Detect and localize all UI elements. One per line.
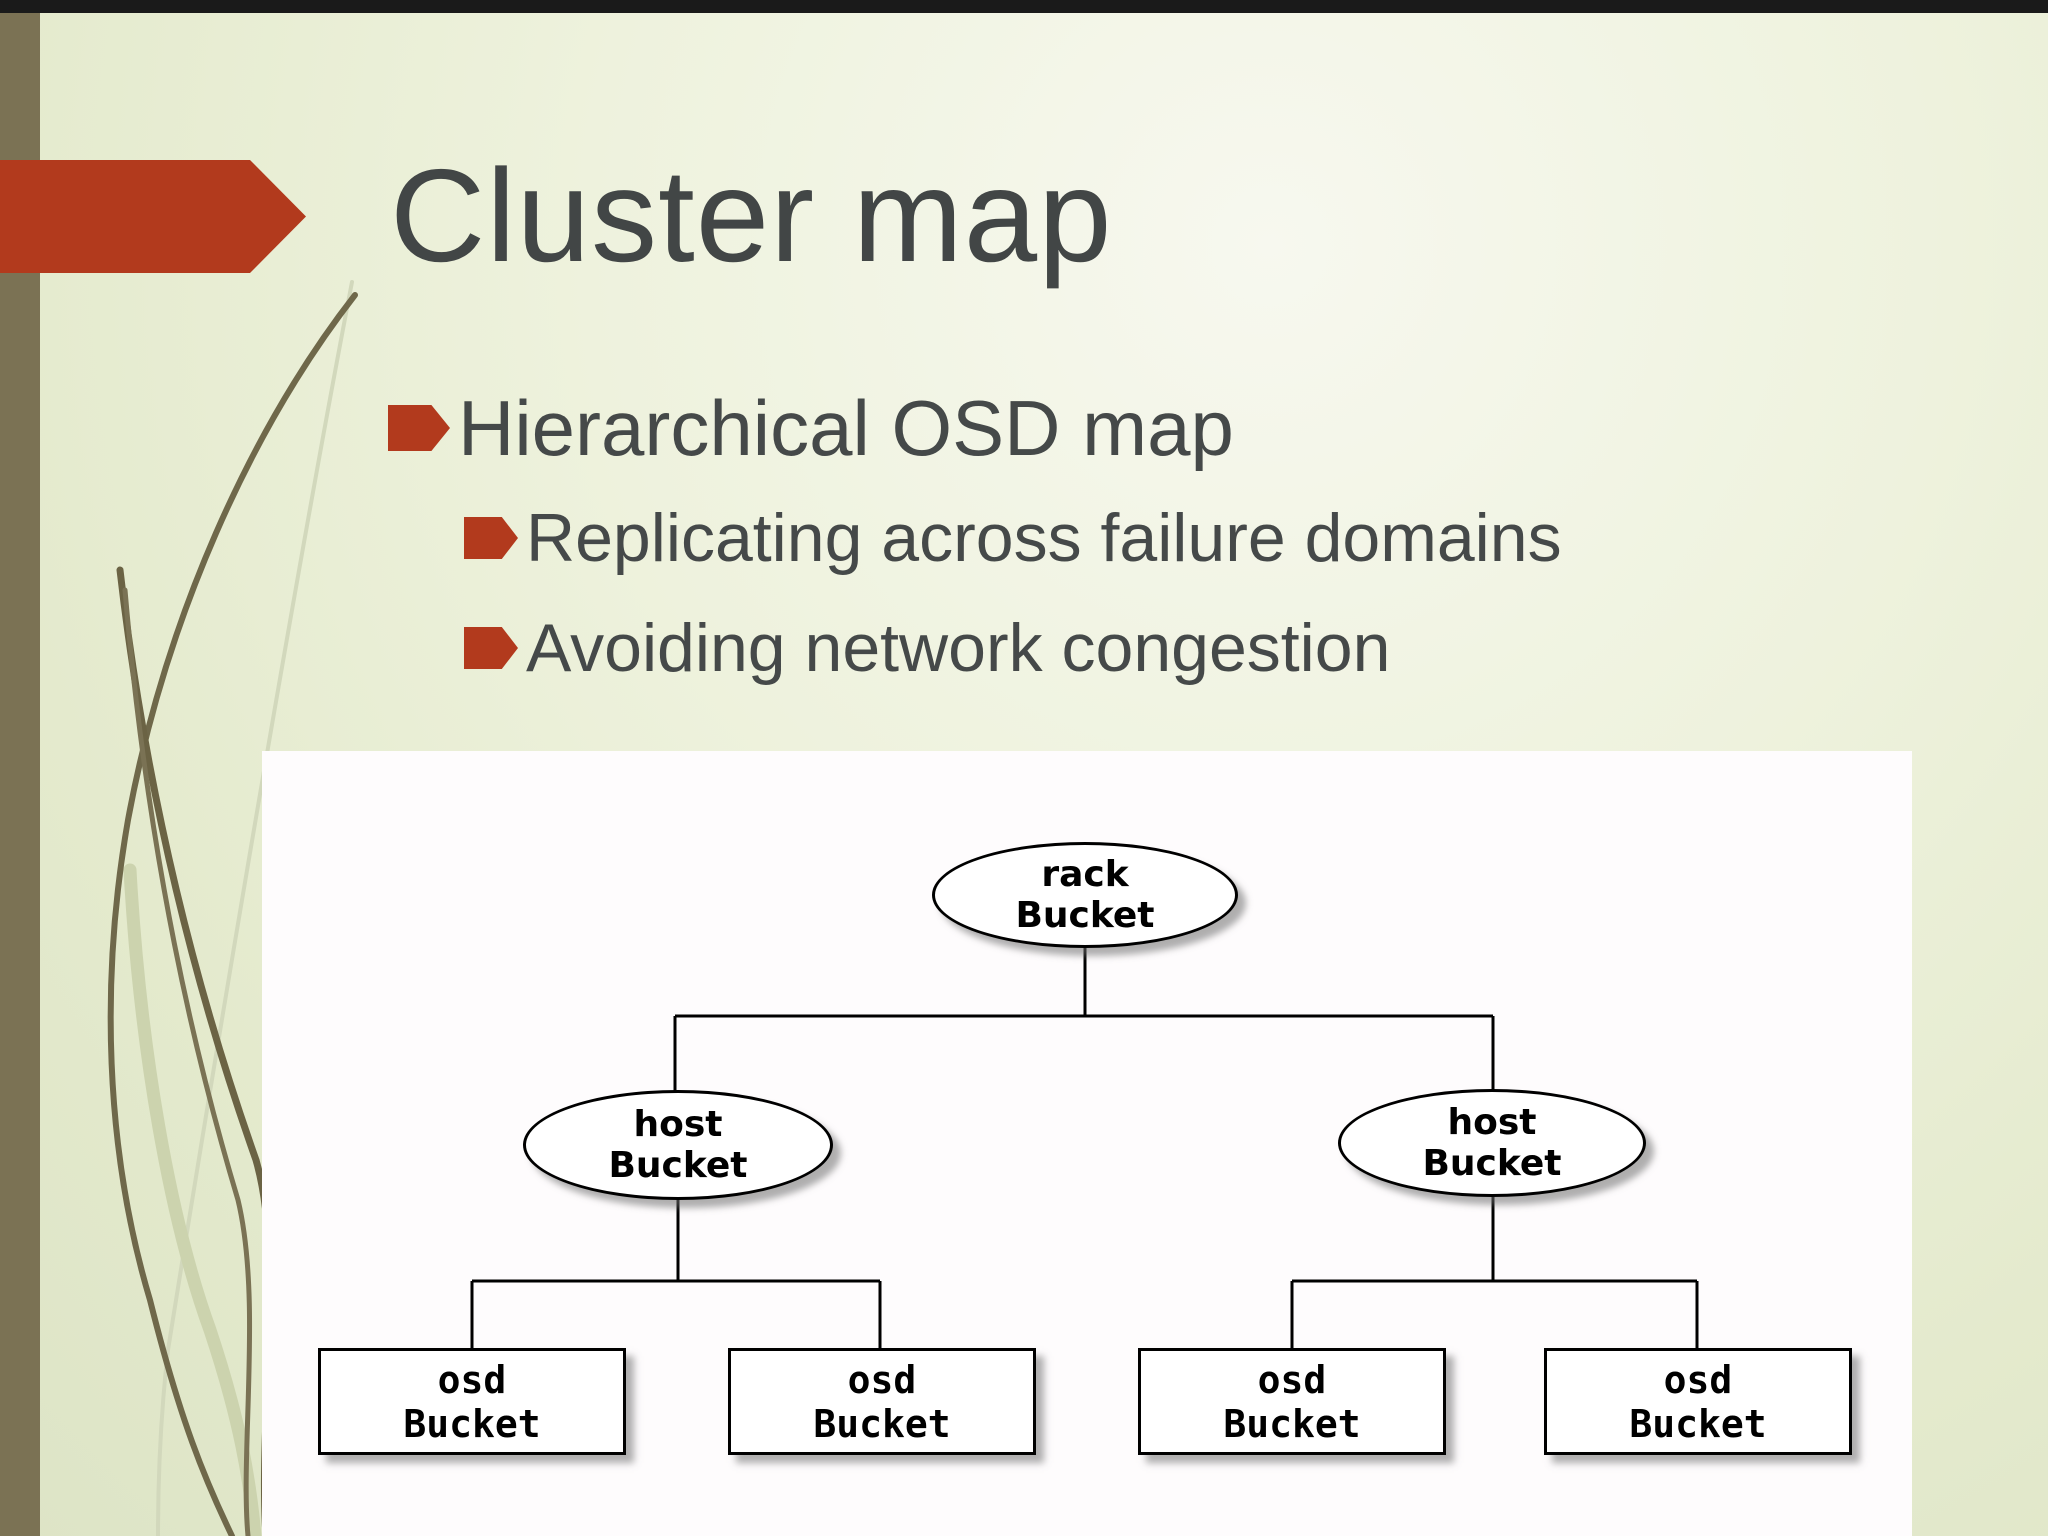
bullet-arrow-icon [388,405,450,451]
host-bucket-left-label-line1: host [633,1104,723,1145]
cluster-map-diagram: rack Bucket host Bucket host Bucket osd … [262,751,1912,1536]
top-edge-bar [0,0,2048,13]
bullet-item-2-label: Replicating across failure domains [526,500,1562,576]
host-bucket-right-label-line1: host [1447,1102,1537,1143]
osd-bucket-1-label-line1: osd [437,1357,507,1402]
osd-bucket-3-label-line2: Bucket [1223,1401,1361,1446]
bullet-arrow-icon [464,517,518,559]
bullet-item-3-label: Avoiding network congestion [526,610,1391,686]
osd-bucket-2-label-line1: osd [847,1357,917,1402]
osd-bucket-4-label-line1: osd [1663,1357,1733,1402]
osd-bucket-1-label-line2: Bucket [403,1401,541,1446]
host-bucket-right-label-line2: Bucket [1422,1143,1562,1184]
host-bucket-node-right: host Bucket [1338,1089,1646,1197]
host-bucket-node-left: host Bucket [523,1090,833,1200]
bullet-arrow-icon [464,627,518,669]
osd-bucket-node-2: osd Bucket [728,1348,1036,1455]
osd-bucket-4-label-line2: Bucket [1629,1401,1767,1446]
rack-bucket-label-line2: Bucket [1015,895,1155,936]
bullet-item-2: Replicating across failure domains [464,498,1562,578]
tree-connector-lines [470,948,1699,1349]
title-arrow-shape [0,160,306,273]
osd-bucket-2-label-line2: Bucket [813,1401,951,1446]
osd-bucket-3-label-line1: osd [1257,1357,1327,1402]
osd-bucket-node-4: osd Bucket [1544,1348,1852,1455]
osd-bucket-node-3: osd Bucket [1138,1348,1446,1455]
rack-bucket-node: rack Bucket [932,842,1238,948]
bullet-item-1: Hierarchical OSD map [388,382,1234,474]
bullet-item-1-label: Hierarchical OSD map [458,383,1234,472]
host-bucket-left-label-line2: Bucket [608,1145,748,1186]
rack-bucket-label-line1: rack [1041,854,1129,895]
slide-title: Cluster map [390,142,1113,289]
bullet-item-3: Avoiding network congestion [464,608,1390,688]
osd-bucket-node-1: osd Bucket [318,1348,626,1455]
